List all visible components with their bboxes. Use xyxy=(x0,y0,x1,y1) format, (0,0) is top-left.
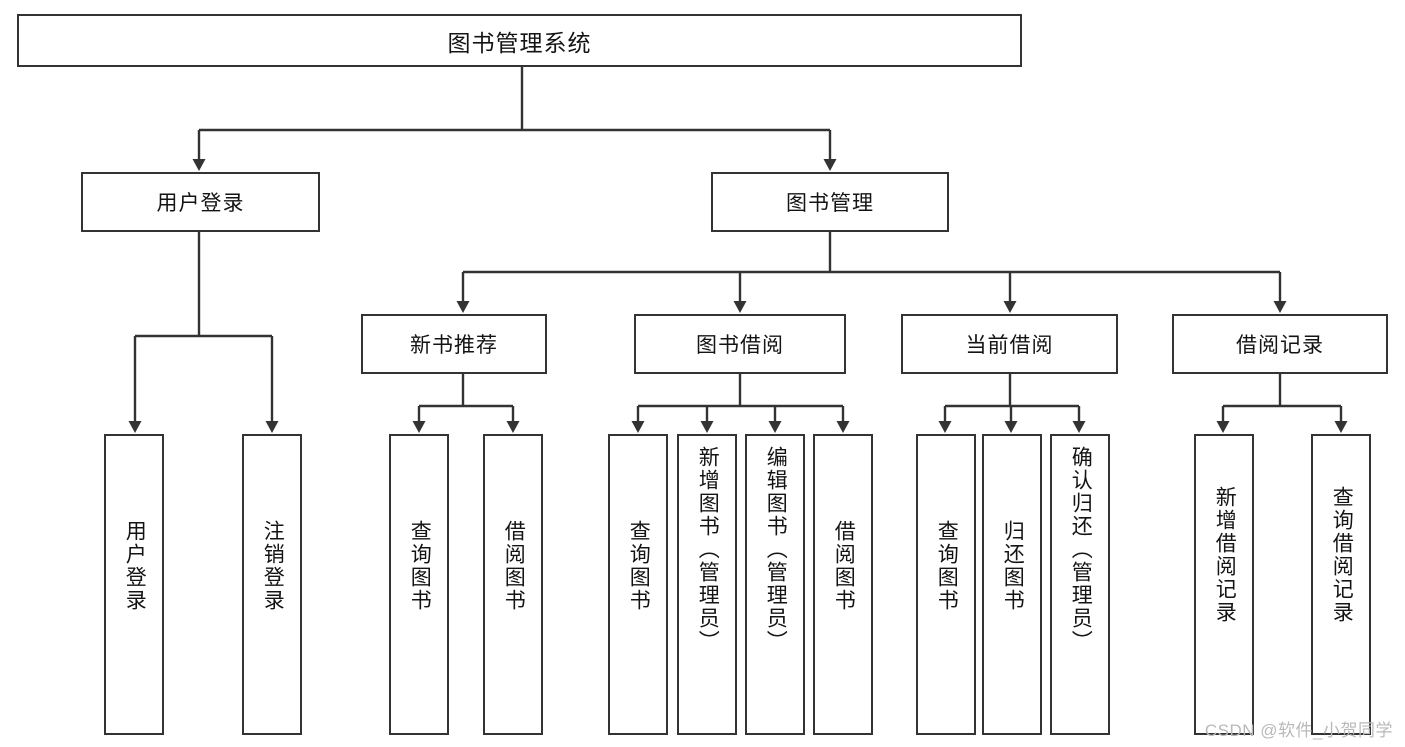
node-root-system-label: 图书管理系统 xyxy=(447,29,592,56)
leaf-logout[interactable]: 注销登录 xyxy=(242,434,302,735)
leaf-query-borrow-record[interactable]: 查询借阅记录 xyxy=(1311,434,1371,735)
leaf-edit-book-admin-label: 编辑图书（管理员） xyxy=(764,446,788,653)
leaf-borrow-book-borrow[interactable]: 借阅图书 xyxy=(813,434,873,735)
node-new-book-recommendation-label: 新书推荐 xyxy=(410,334,498,357)
leaf-confirm-return-admin[interactable]: 确认归还（管理员） xyxy=(1050,434,1110,735)
leaf-logout-label: 注销登录 xyxy=(261,520,285,612)
leaf-add-book-admin-label: 新增图书（管理员） xyxy=(696,446,720,653)
node-user-login-label: 用户登录 xyxy=(156,192,245,215)
leaf-borrow-book-borrow-label: 借阅图书 xyxy=(832,520,856,612)
node-book-borrowing[interactable]: 图书借阅 xyxy=(634,314,846,374)
node-borrowing-record-label: 借阅记录 xyxy=(1236,334,1324,357)
leaf-query-borrow-record-label: 查询借阅记录 xyxy=(1330,486,1354,624)
leaf-return-book-label: 归还图书 xyxy=(1001,520,1025,612)
csdn-watermark: CSDN @软件_小贺同学 xyxy=(1204,721,1393,740)
leaf-add-book-admin[interactable]: 新增图书（管理员） xyxy=(677,434,737,735)
node-current-borrowing-label: 当前借阅 xyxy=(965,334,1054,357)
node-book-management[interactable]: 图书管理 xyxy=(711,172,949,232)
node-root-system[interactable]: 图书管理系统 xyxy=(17,14,1022,67)
node-book-management-label: 图书管理 xyxy=(786,192,874,215)
node-current-borrowing[interactable]: 当前借阅 xyxy=(901,314,1118,374)
leaf-query-book-rec-label: 查询图书 xyxy=(408,520,432,612)
leaf-add-borrow-record[interactable]: 新增借阅记录 xyxy=(1194,434,1254,735)
leaf-borrow-book-rec[interactable]: 借阅图书 xyxy=(483,434,543,735)
leaf-borrow-book-rec-label: 借阅图书 xyxy=(502,520,526,612)
leaf-return-book[interactable]: 归还图书 xyxy=(982,434,1042,735)
leaf-add-borrow-record-label: 新增借阅记录 xyxy=(1213,486,1237,624)
node-borrowing-record[interactable]: 借阅记录 xyxy=(1172,314,1388,374)
leaf-user-login[interactable]: 用户登录 xyxy=(104,434,164,735)
leaf-confirm-return-admin-label: 确认归还（管理员） xyxy=(1069,446,1093,653)
node-book-borrowing-label: 图书借阅 xyxy=(696,334,784,357)
node-user-login[interactable]: 用户登录 xyxy=(81,172,320,232)
leaf-query-book-borrow-label: 查询图书 xyxy=(627,520,651,612)
leaf-user-login-label: 用户登录 xyxy=(123,520,147,612)
leaf-edit-book-admin[interactable]: 编辑图书（管理员） xyxy=(745,434,805,735)
node-new-book-recommendation[interactable]: 新书推荐 xyxy=(361,314,547,374)
leaf-query-book-borrow[interactable]: 查询图书 xyxy=(608,434,668,735)
leaf-query-book-rec[interactable]: 查询图书 xyxy=(389,434,449,735)
leaf-query-book-current[interactable]: 查询图书 xyxy=(916,434,976,735)
leaf-query-book-current-label: 查询图书 xyxy=(935,520,959,612)
